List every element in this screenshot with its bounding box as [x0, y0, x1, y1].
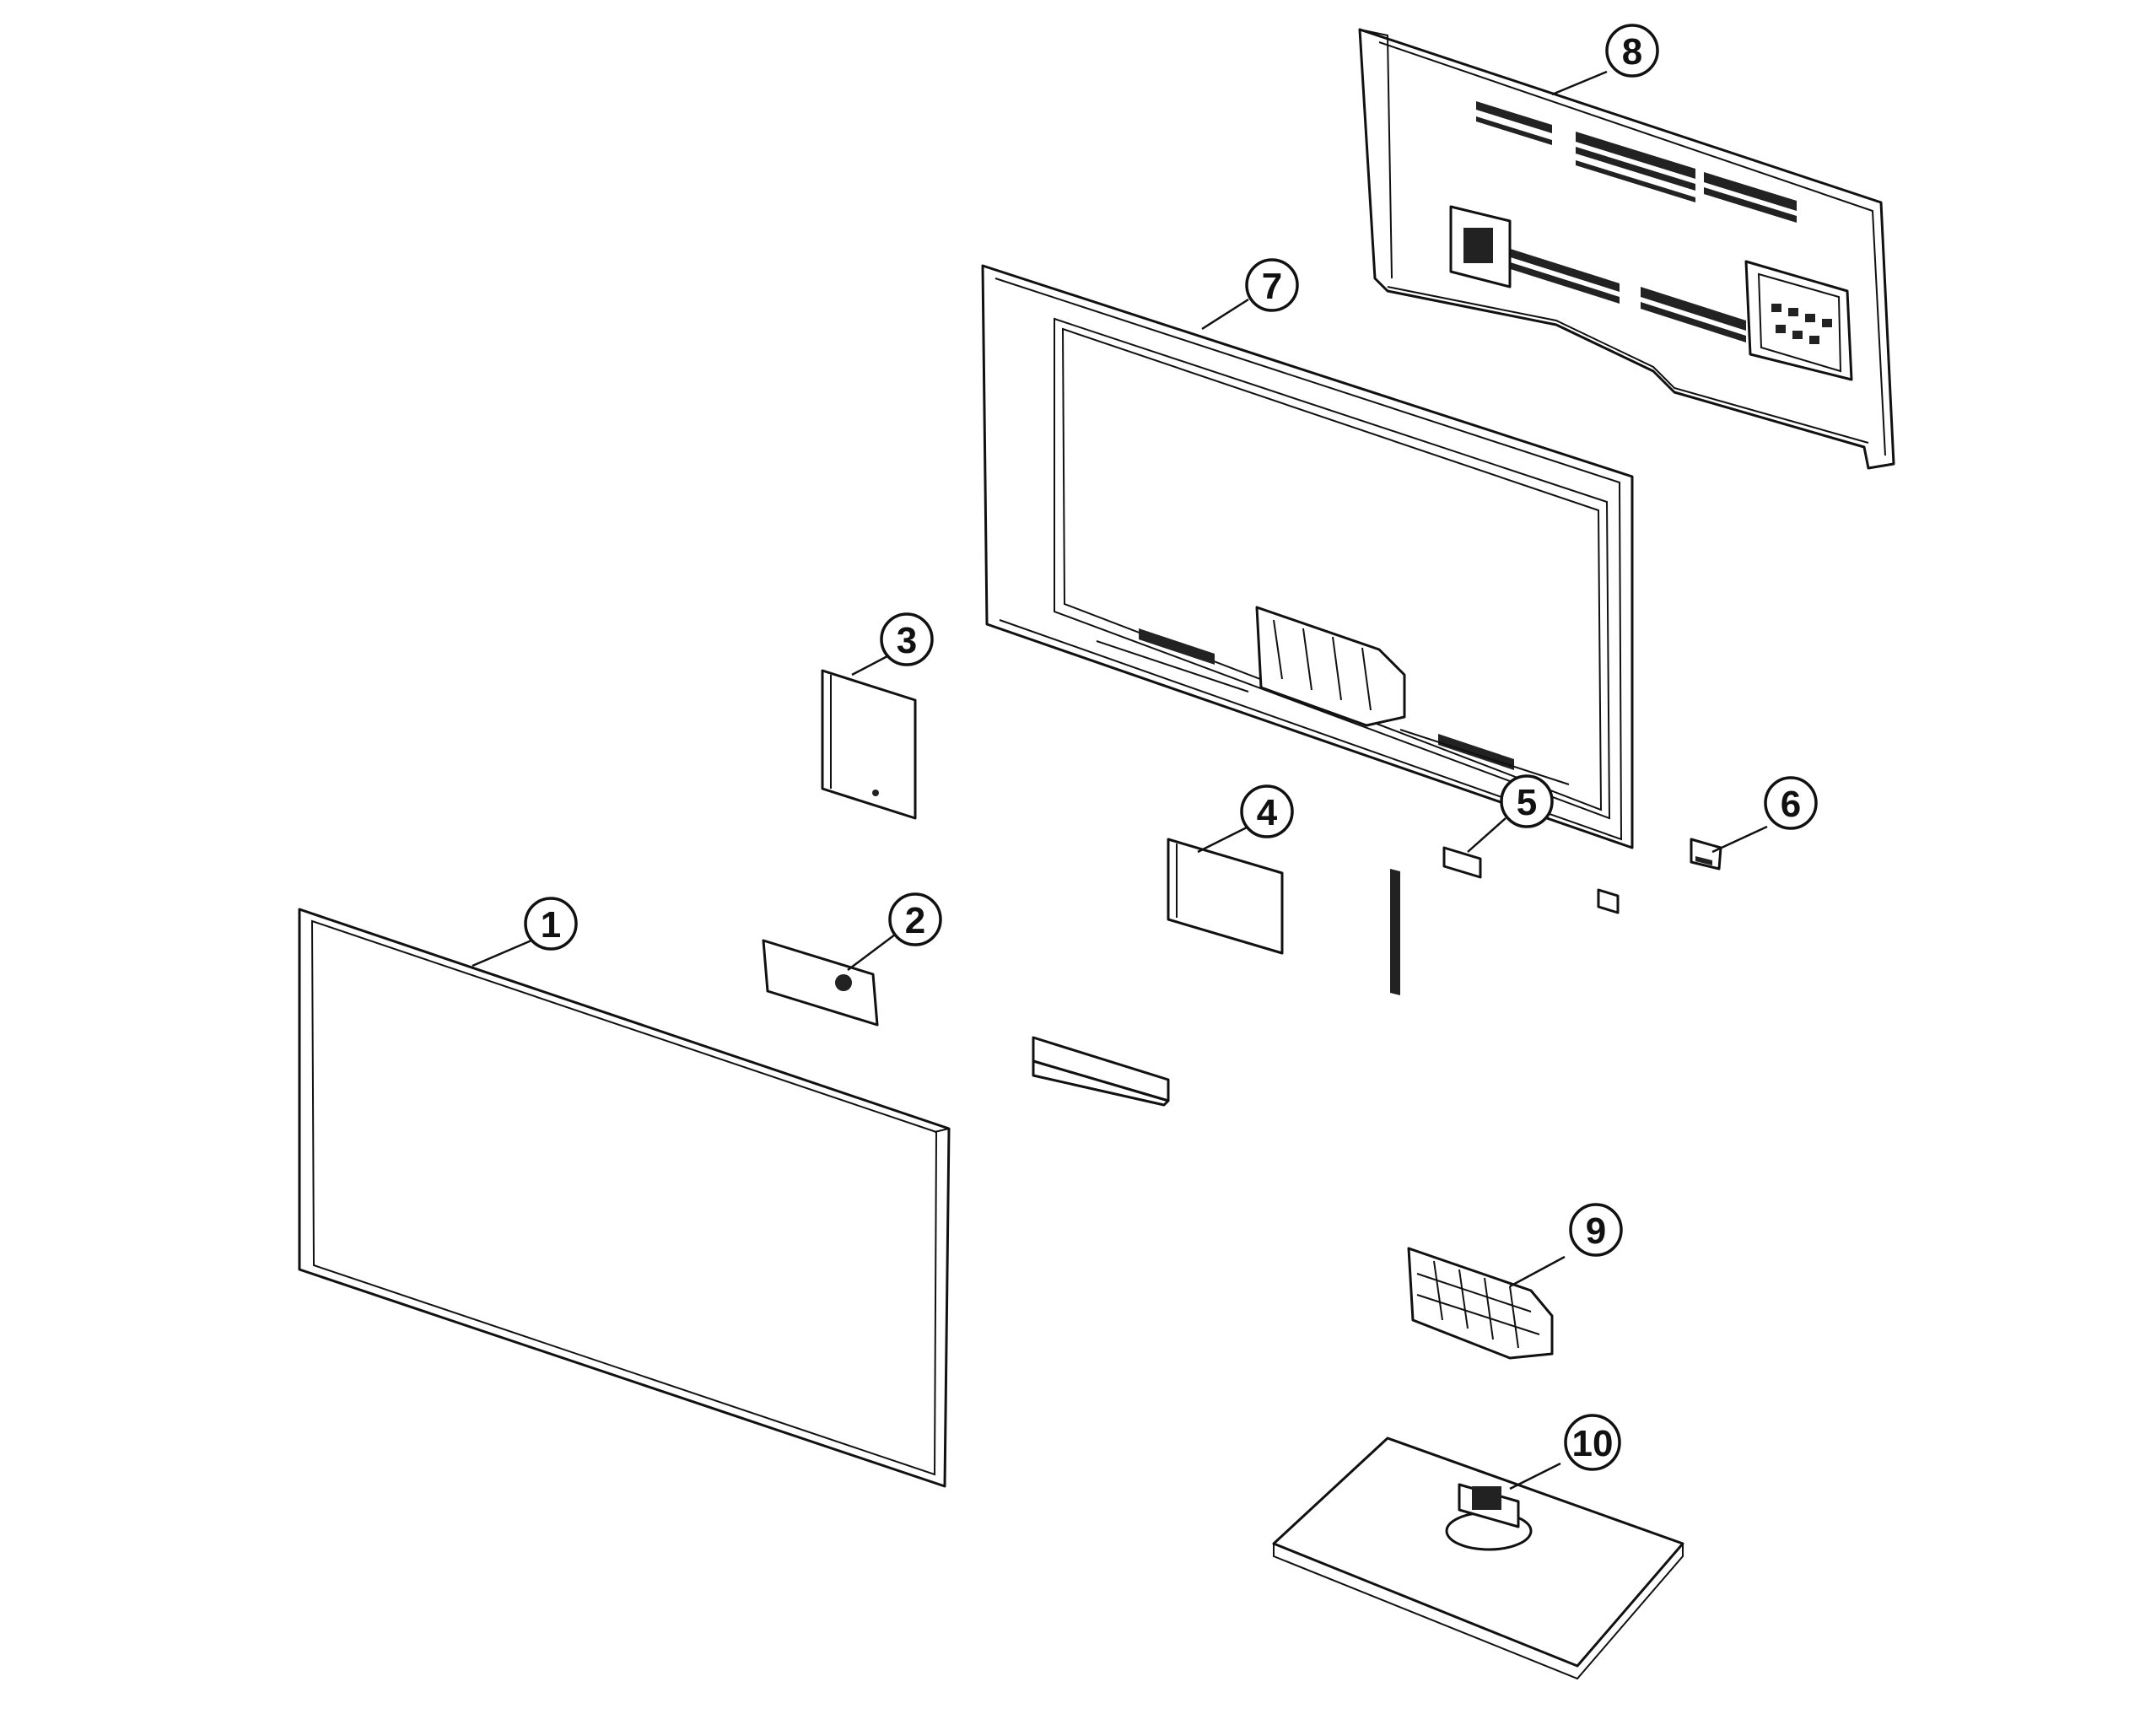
callout-8: 8 [1605, 24, 1659, 78]
small-clip [1597, 888, 1620, 914]
leader-lines [472, 70, 1768, 1490]
part-2-bracket [762, 939, 879, 1027]
callout-3: 3 [880, 612, 934, 666]
callout-1: 1 [524, 897, 578, 951]
part-10-stand-base [1272, 1436, 1684, 1680]
vent-slots-icon [1476, 101, 1797, 342]
part-8-rear-cover [1358, 28, 1895, 470]
part-5-component [1442, 846, 1482, 879]
callout-5: 5 [1500, 774, 1554, 828]
part-1-panel [298, 908, 951, 1488]
callout-6-label: 6 [1781, 784, 1801, 825]
callout-3-label: 3 [897, 620, 917, 661]
strip-part [1390, 869, 1400, 995]
part-9-stand-neck [1407, 1247, 1554, 1360]
callout-7: 7 [1245, 258, 1299, 312]
callout-9-label: 9 [1586, 1210, 1606, 1252]
callout-1-label: 1 [541, 904, 561, 946]
callout-5-label: 5 [1517, 782, 1537, 823]
callout-9: 9 [1569, 1203, 1623, 1257]
callout-7-label: 7 [1262, 266, 1282, 307]
part-3-board [821, 669, 917, 820]
callout-4: 4 [1240, 784, 1294, 838]
bracket-unlabeled [1032, 1036, 1170, 1107]
part-7-front-bezel [981, 264, 1634, 849]
callout-4-label: 4 [1257, 792, 1278, 833]
callout-10: 10 [1564, 1414, 1621, 1471]
power-socket-icon [1449, 205, 1512, 288]
callout-10-label: 10 [1572, 1423, 1614, 1464]
callout-2-label: 2 [905, 900, 925, 941]
callout-6: 6 [1764, 776, 1818, 830]
part-6-component [1690, 838, 1722, 870]
callout-2: 2 [888, 892, 942, 946]
input-panel-icon [1744, 260, 1853, 381]
callout-8-label: 8 [1622, 31, 1642, 73]
part-4-board [1167, 838, 1284, 955]
